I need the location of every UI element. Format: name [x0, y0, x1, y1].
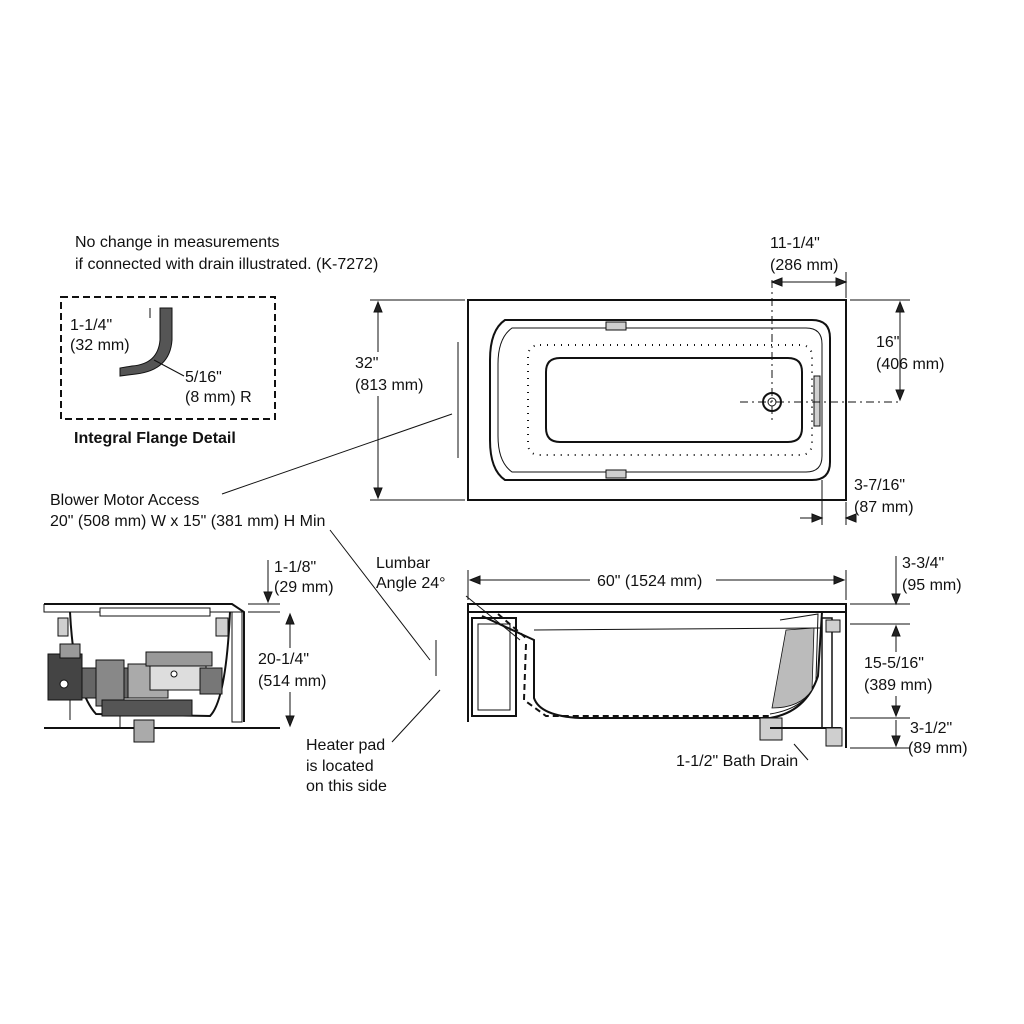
- dim-16-in: 16": [876, 334, 899, 351]
- dim-60: 60" (1524 mm): [597, 573, 702, 590]
- flange-detail-frame: [60, 296, 276, 420]
- lumbar-line-1: Lumbar: [376, 555, 431, 572]
- drain-label: 1-1/2" Bath Drain: [676, 753, 798, 770]
- tub-rim-outline: [467, 299, 847, 501]
- heater-line-2: is located: [306, 758, 374, 775]
- dim-312-mm: (89 mm): [908, 740, 968, 757]
- dim-118-in: 1-1/8": [274, 559, 316, 576]
- dim-16-mm: (406 mm): [876, 356, 944, 373]
- dim-20-in: 20-1/4": [258, 651, 309, 668]
- air-jet-ring: [527, 344, 813, 456]
- flange-detail-title: Integral Flange Detail: [74, 430, 236, 447]
- dim-334-mm: (95 mm): [902, 577, 962, 594]
- lumbar-line-2: Angle 24°: [376, 575, 446, 592]
- blower-motor-icon: [47, 643, 223, 743]
- end-view: 1-1/8" (29 mm) 20-1/4" (514 mm): [43, 559, 338, 743]
- dim-15516-mm: (389 mm): [864, 677, 932, 694]
- dim-3716-in: 3-7/16": [854, 477, 905, 494]
- flange-radius-mm: (8 mm) R: [185, 389, 252, 406]
- blower-line-2: 20" (508 mm) W x 15" (381 mm) H Min: [50, 513, 325, 530]
- note-line-2: if connected with drain illustrated. (K-…: [75, 256, 378, 273]
- end-rim: [44, 603, 245, 722]
- plan-view: 32" (813 mm) 11-1/4" (286 mm) 16" (406 m…: [350, 235, 944, 525]
- flange-radius-in: 5/16": [185, 369, 222, 386]
- dim-15516-in: 15-5/16": [864, 655, 924, 672]
- overflow-icon: [813, 375, 821, 427]
- dim-3716-mm: (87 mm): [854, 499, 914, 516]
- tub-basin-outer: [489, 319, 831, 481]
- dim-20-mm: (514 mm): [258, 673, 326, 690]
- side-view: 60" (1524 mm) 3-3/4" (95 mm) 15-5/16" (3…: [467, 555, 968, 770]
- dim-334-in: 3-3/4": [902, 555, 944, 572]
- dim-32-mm: (813 mm): [355, 377, 423, 394]
- note-line-1: No change in measurements: [75, 234, 280, 251]
- tub-bottom: [545, 357, 803, 443]
- jet-fitting-bottom: [605, 469, 627, 479]
- dim-312-in: 3-1/2": [910, 720, 952, 737]
- heater-line-3: on this side: [306, 778, 387, 795]
- dim-118-mm: (29 mm): [274, 579, 334, 596]
- flange-height-in: 1-1/4": [70, 317, 112, 334]
- flange-detail: 1-1/4" (32 mm) 5/16" (8 mm) R Integral F…: [60, 296, 276, 447]
- heater-line-1: Heater pad: [306, 737, 385, 754]
- blower-line-1: Blower Motor Access: [50, 492, 199, 509]
- dim-32-in: 32": [355, 355, 378, 372]
- side-rim: [467, 603, 847, 613]
- dim-11-in: 11-1/4": [770, 235, 820, 252]
- dim-11-mm: (286 mm): [770, 257, 838, 274]
- flange-profile: [119, 307, 173, 377]
- flange-height-mm: (32 mm): [70, 337, 130, 354]
- jet-fitting-top: [605, 321, 627, 331]
